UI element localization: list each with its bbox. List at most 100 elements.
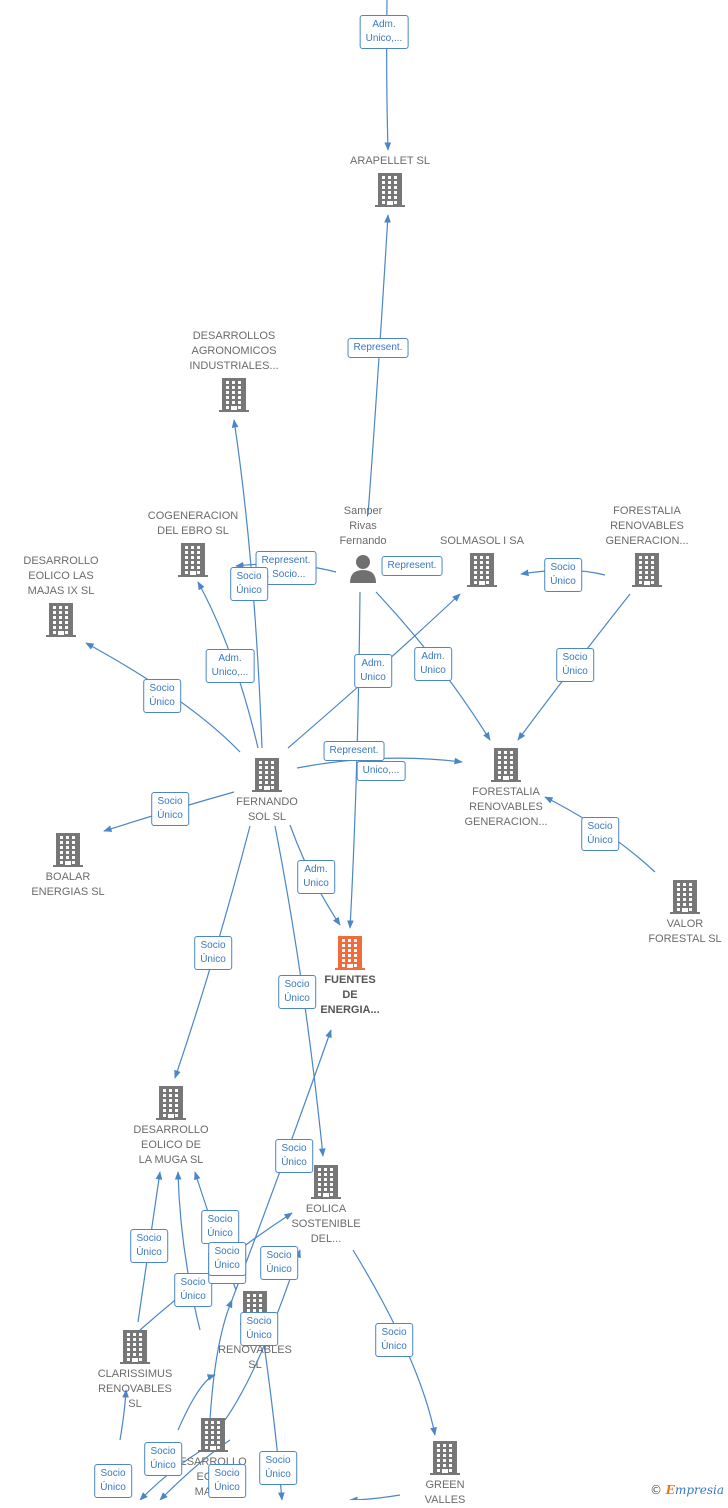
node-label-line: FUENTES bbox=[324, 974, 376, 986]
relation-label-line: Adm. bbox=[361, 658, 385, 669]
relation-label[interactable]: Adm. Unico bbox=[297, 860, 335, 894]
node-label-line: GENERACION... bbox=[605, 535, 689, 547]
relationship-edge bbox=[347, 591, 361, 929]
building-icon bbox=[219, 378, 249, 412]
node-label-line: FERNANDO bbox=[236, 796, 298, 808]
relation-label[interactable]: Adm.Unico bbox=[414, 647, 452, 681]
relation-label[interactable]: Adm.Unico,... bbox=[205, 649, 255, 683]
relation-label-line: Socio bbox=[214, 1468, 240, 1479]
node-label-line: SL bbox=[128, 1398, 142, 1410]
node-arapellet[interactable]: ARAPELLET SL bbox=[325, 154, 455, 207]
relation-label[interactable]: Represent. bbox=[323, 741, 385, 761]
relation-label-line: Represent. bbox=[261, 555, 311, 566]
node-label-line: ENERGIAS SL bbox=[31, 886, 105, 898]
relation-label-line: Unico,... bbox=[365, 33, 403, 44]
node-label-line: INDUSTRIALES... bbox=[189, 360, 279, 372]
node-label-line: Samper bbox=[343, 505, 383, 517]
relation-label[interactable]: Represent. bbox=[347, 338, 409, 358]
relationship-edge bbox=[177, 1374, 216, 1431]
relation-label-line: Represent. bbox=[329, 745, 379, 756]
building-icon bbox=[670, 880, 700, 914]
relation-label-line: Socio bbox=[550, 562, 576, 573]
relation-label-line: Socio bbox=[236, 571, 262, 582]
relation-label-line: Adm. bbox=[421, 651, 445, 662]
relation-label-line: Socio bbox=[246, 1316, 272, 1327]
relation-label-line: Único bbox=[550, 576, 576, 587]
node-label-line: EOLICO LAS bbox=[28, 570, 94, 582]
relation-label-line: Único bbox=[265, 1469, 291, 1480]
node-label-line: SL bbox=[248, 1359, 262, 1371]
relation-label-line: Unico bbox=[303, 878, 329, 889]
building-icon bbox=[491, 748, 521, 782]
relation-label[interactable]: Represent. bbox=[381, 556, 443, 576]
building-icon bbox=[178, 543, 208, 577]
relation-label[interactable]: Unico,... bbox=[356, 761, 406, 781]
node-label: SOLMASOL I SA bbox=[417, 534, 547, 549]
relation-label[interactable]: Adm.Unico,... bbox=[359, 15, 409, 49]
node-label-line: ENERGIA... bbox=[320, 1004, 380, 1016]
node-label-line: DEL EBRO SL bbox=[157, 525, 229, 537]
node-label-line: COGENERACION bbox=[147, 510, 239, 522]
relation-label-line: Socio bbox=[149, 683, 175, 694]
node-label-line: ARAPELLET SL bbox=[350, 155, 430, 167]
node-label-line: CLARISSIMUS bbox=[97, 1368, 173, 1380]
node-label-line: FORESTALIA bbox=[613, 505, 681, 517]
relation-label[interactable]: Adm.Unico bbox=[354, 654, 392, 688]
node-label-line: FORESTAL SL bbox=[648, 933, 722, 945]
relation-label-line: Único bbox=[149, 697, 175, 708]
building-icon bbox=[46, 603, 76, 637]
relation-label-line: Adm. bbox=[304, 864, 328, 875]
node-cogen[interactable]: COGENERACION DEL EBRO SL bbox=[128, 509, 258, 577]
node-solmasol[interactable]: SOLMASOL I SA bbox=[417, 534, 547, 587]
copyright-icon: © bbox=[649, 1483, 662, 1497]
node-label-line: GREEN bbox=[425, 1479, 465, 1491]
relation-label-line: Único bbox=[150, 1460, 176, 1471]
relationship-edge bbox=[174, 1171, 201, 1331]
empresia-credit[interactable]: © Empresia bbox=[649, 1483, 724, 1497]
relation-label-line: Único bbox=[100, 1482, 126, 1493]
node-label-line: DESARROLLOS bbox=[192, 330, 276, 342]
relation-label-line: Socio bbox=[587, 821, 613, 832]
relation-label-line: Unico,... bbox=[362, 765, 400, 776]
building-icon bbox=[53, 833, 83, 867]
